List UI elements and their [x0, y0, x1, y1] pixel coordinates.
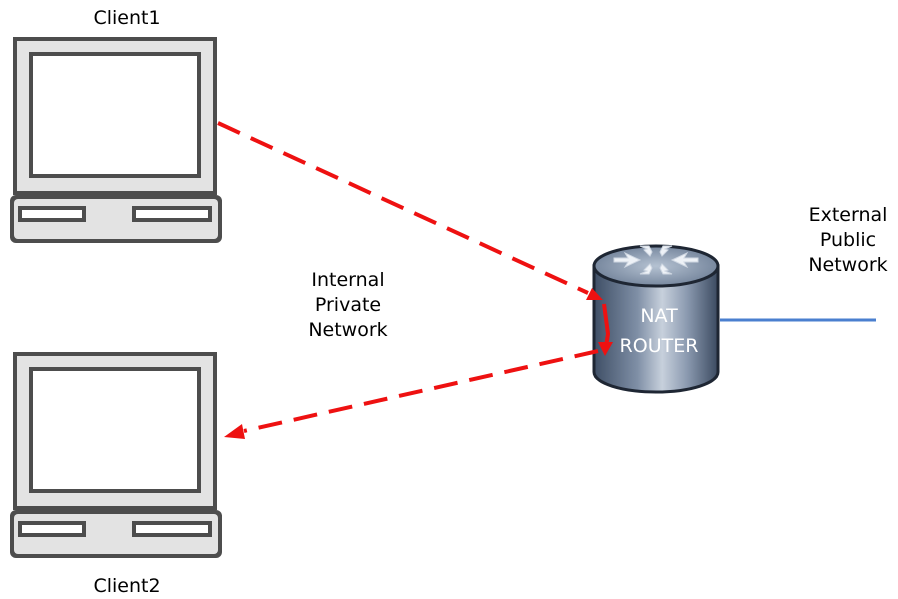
external-network-label: External Public Network — [808, 204, 888, 276]
packet-path-outbound — [217, 121, 613, 356]
internal-network-label: Internal Private Network — [308, 269, 388, 341]
nat-router-icon: NAT ROUTER — [592, 244, 720, 394]
router-label-line2: ROUTER — [620, 335, 699, 357]
router-label-line1: NAT — [640, 305, 678, 327]
packet-path-return — [224, 349, 599, 439]
client2-label: Client2 — [93, 575, 161, 597]
router-arrows-icon — [613, 245, 699, 275]
arrowhead-router-internal-icon — [598, 342, 613, 356]
arrowhead-outbound-icon — [586, 288, 603, 300]
client1-laptop-icon — [10, 37, 222, 243]
arrowhead-return-icon — [224, 424, 245, 439]
client1-label: Client1 — [93, 7, 161, 29]
client2-laptop-icon — [10, 352, 222, 558]
